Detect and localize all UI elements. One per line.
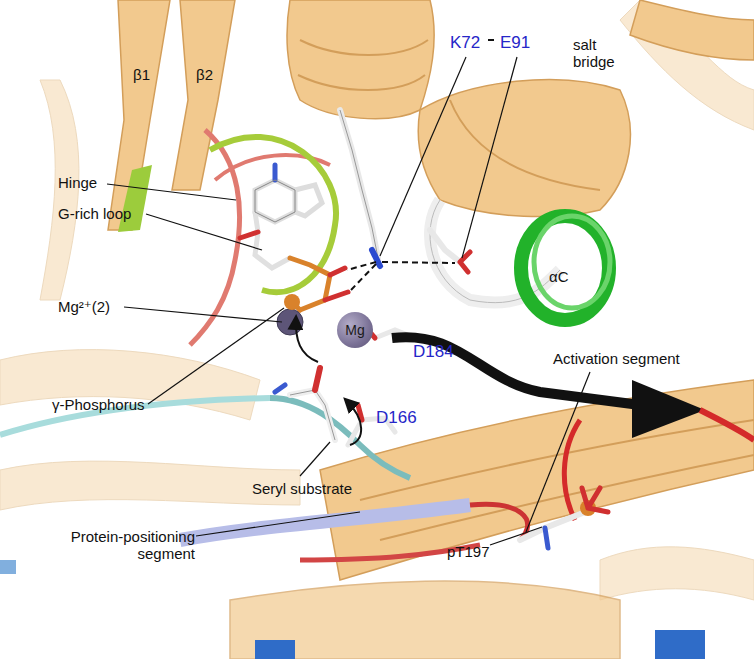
region-label: Hinge <box>58 174 97 191</box>
interaction-label: salt bridge <box>573 36 625 71</box>
residue-label: E91 <box>500 33 530 53</box>
helix-label: αC <box>549 268 569 285</box>
residue-label: pT197 <box>447 543 490 560</box>
ion-sphere: Mg <box>337 312 373 348</box>
substrate-label: Seryl substrate <box>252 480 352 497</box>
residue-label: K72 <box>450 33 480 53</box>
ion-label: Mg <box>345 322 364 338</box>
strand-label: β2 <box>196 66 213 83</box>
region-label: Protein-positioning segment <box>40 528 195 563</box>
ion-label: Mg²⁺(2) <box>58 298 110 315</box>
strand-label: β1 <box>133 66 150 83</box>
residue-label: D184 <box>413 342 454 362</box>
atom-label: γ-Phosphorus <box>52 396 145 413</box>
region-label: G-rich loop <box>58 205 131 222</box>
residue-label: D166 <box>376 408 417 428</box>
region-label: Activation segment <box>553 350 680 367</box>
